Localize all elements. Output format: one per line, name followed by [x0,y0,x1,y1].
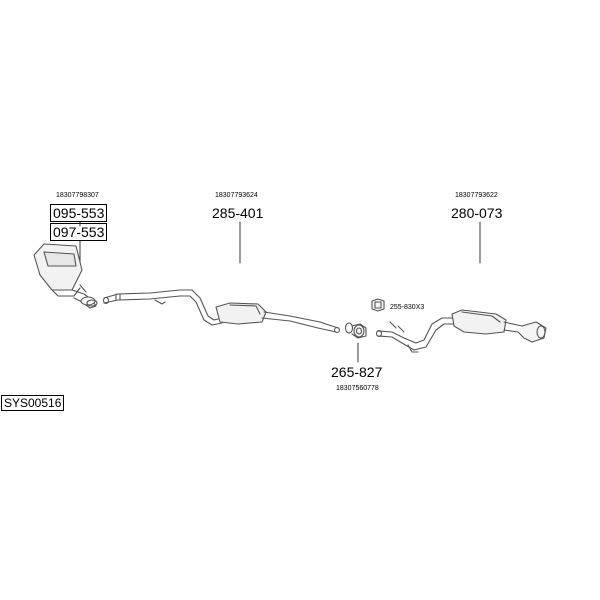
part-number-280-073[interactable]: 280-073 [451,205,503,221]
part-number-097-553[interactable]: 097-553 [50,223,108,241]
clamp-icon [371,298,385,312]
system-code-badge: SYS00516 [1,395,65,411]
oem-number-center-silencer: 18307793624 [215,192,258,199]
catalyst-unit [33,243,98,309]
part-number-285-401[interactable]: 285-401 [212,205,264,221]
part-number-265-827[interactable]: 265-827 [331,364,383,380]
oem-number-catalyst: 18307798307 [56,192,99,199]
rear-silencer-pipe [375,309,547,353]
oem-number-rear-silencer: 18307793622 [455,192,498,199]
oem-number-joint: 18307560778 [336,385,379,392]
center-silencer-pipe [102,289,341,334]
joint-piece [344,322,367,339]
clamp-part-number[interactable]: 255-830X3 [390,304,425,311]
part-number-095-553[interactable]: 095-553 [50,204,108,222]
